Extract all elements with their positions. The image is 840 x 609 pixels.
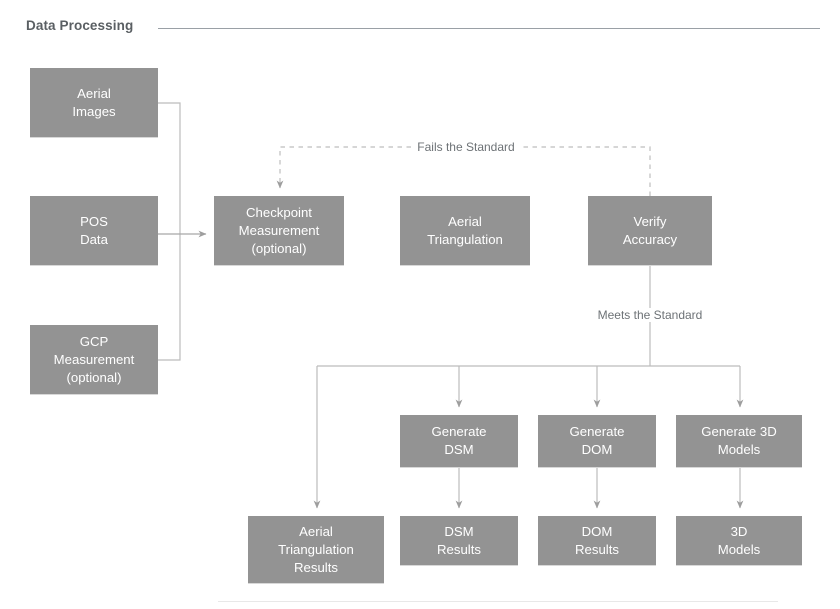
bottom-divider <box>218 601 778 602</box>
node-dsm-results[interactable]: DSM Results <box>400 516 518 566</box>
node-checkpoint-measurement[interactable]: Checkpoint Measurement (optional) <box>214 196 344 266</box>
node-dom-results[interactable]: DOM Results <box>538 516 656 566</box>
node-label: Aerial Triangulation Results <box>278 523 354 575</box>
node-generate-dsm[interactable]: Generate DSM <box>400 415 518 468</box>
edge-verify-fails-to-checkpoint <box>276 146 651 196</box>
title-divider <box>158 28 820 29</box>
node-gcp-measurement[interactable]: GCP Measurement (optional) <box>30 325 158 395</box>
node-aerial-triangulation-results[interactable]: Aerial Triangulation Results <box>248 516 384 584</box>
node-label: POS Data <box>80 213 108 247</box>
node-label: Aerial Triangulation <box>427 213 503 247</box>
node-verify-accuracy[interactable]: Verify Accuracy <box>588 196 712 266</box>
node-label: Checkpoint Measurement (optional) <box>238 204 320 256</box>
node-pos-data[interactable]: POS Data <box>30 196 158 266</box>
node-label: Aerial Images <box>72 85 116 119</box>
node-label: Generate DOM <box>569 424 625 457</box>
edge-label-fails-the-standard: Fails the Standard <box>412 140 520 154</box>
edge-gcp-to-bus <box>158 234 181 361</box>
node-label: Generate 3D Models <box>701 424 777 457</box>
node-generate-3d-models[interactable]: Generate 3D Models <box>676 415 802 468</box>
node-aerial-images[interactable]: Aerial Images <box>30 68 158 138</box>
page-title: Data Processing <box>26 18 134 33</box>
node-label: GCP Measurement (optional) <box>53 333 135 385</box>
node-3d-models[interactable]: 3D Models <box>676 516 802 566</box>
edge-label-meets-the-standard: Meets the Standard <box>592 308 708 322</box>
edge-aerial-images-to-bus <box>158 102 181 234</box>
node-generate-dom[interactable]: Generate DOM <box>538 415 656 468</box>
node-label: DOM Results <box>575 523 619 557</box>
node-label: 3D Models <box>717 523 761 557</box>
node-aerial-triangulation[interactable]: Aerial Triangulation <box>400 196 530 266</box>
node-label: Generate DSM <box>431 424 487 457</box>
node-label: Verify Accuracy <box>622 213 678 247</box>
node-label: DSM Results <box>437 523 481 557</box>
